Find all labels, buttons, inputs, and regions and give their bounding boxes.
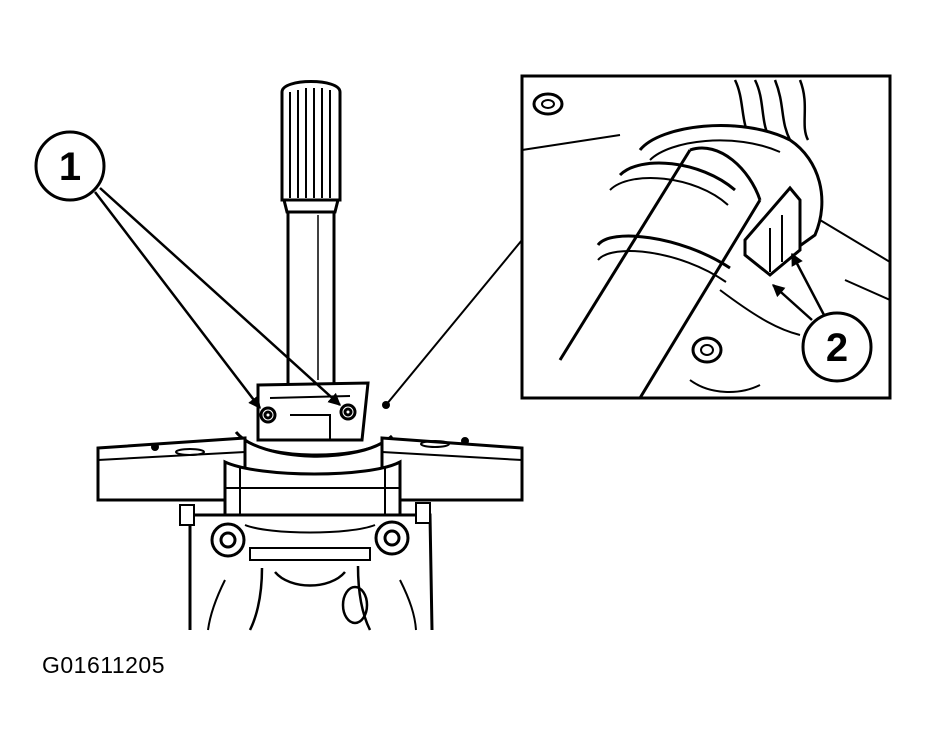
callout-1: 1 — [34, 130, 341, 409]
callout-2-label: 2 — [826, 326, 848, 370]
callout-1-label: 1 — [59, 145, 81, 189]
figure-code: G01611205 — [42, 652, 166, 678]
inset-leader — [382, 239, 523, 409]
main-column-assembly — [96, 80, 524, 631]
callout-2: 2 — [772, 252, 873, 383]
